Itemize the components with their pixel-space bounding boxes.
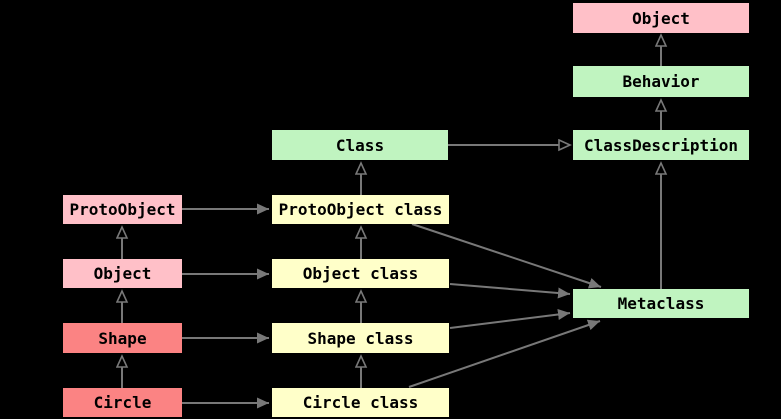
node-circle-class: Circle class [272, 388, 449, 417]
edge-circle-class-to-metaclass [408, 319, 601, 388]
node-label: Behavior [622, 72, 700, 91]
node-label: Object [632, 8, 690, 28]
node-proto-object: ProtoObject [63, 195, 182, 224]
edge-proto-object-class-to-metaclass [411, 223, 602, 289]
node-label: ProtoObject class [278, 200, 443, 219]
node-label: Object class [302, 264, 419, 283]
node-circle: Circle [63, 388, 182, 417]
node-object: Object [63, 259, 182, 288]
node-label: Object [93, 264, 152, 283]
edge-shape-class-to-metaclass [449, 309, 571, 329]
node-object-class: Object class [272, 259, 449, 288]
node-proto-object-class: ProtoObject class [272, 195, 449, 224]
node-object-top: Object [573, 3, 749, 33]
node-label: ProtoObject [69, 200, 176, 219]
node-label: Metaclass [617, 294, 705, 313]
node-behavior: Behavior [573, 66, 749, 97]
edge-object-class-to-metaclass [449, 283, 571, 299]
node-label: Shape [98, 328, 147, 348]
node-label: Class [335, 135, 385, 155]
node-shape: Shape [63, 323, 182, 353]
node-metaclass: Metaclass [573, 289, 749, 318]
node-label: Shape class [307, 328, 414, 348]
node-class-description: ClassDescription [573, 130, 749, 160]
node-label: ClassDescription [583, 135, 739, 155]
node-class: Class [272, 130, 448, 160]
node-shape-class: Shape class [272, 323, 449, 353]
node-label: Circle class [302, 393, 419, 412]
node-label: Circle [93, 393, 152, 412]
